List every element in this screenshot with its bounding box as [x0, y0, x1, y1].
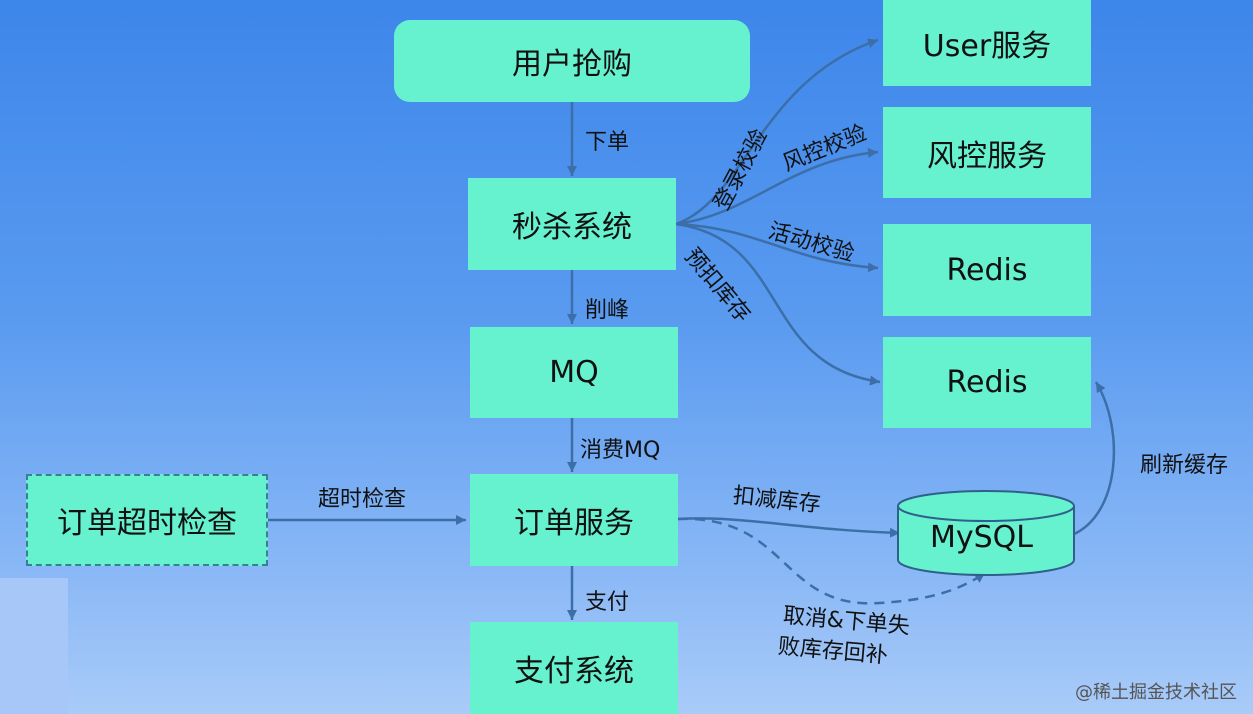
label-timeout-check: 超时检查 [318, 487, 407, 512]
node-redis-1: Redis [883, 224, 1091, 316]
edge-pre-deduct [675, 222, 881, 386]
edge-risk-check [675, 147, 879, 226]
node-mysql-label: MySQL [930, 520, 1034, 555]
mysql-cylinder [897, 490, 1075, 576]
node-order-service: 订单服务 [470, 474, 678, 566]
edge-login-check [675, 38, 879, 226]
edge-activity-check [675, 222, 879, 273]
corner-patch [0, 578, 68, 714]
node-risk-service: 风控服务 [883, 107, 1091, 198]
node-user-purchase: 用户抢购 [394, 20, 750, 102]
node-payment-system-label: 支付系统 [514, 654, 634, 689]
edge-refresh-cache [1071, 381, 1116, 537]
node-seckill-system-label: 秒杀系统 [512, 210, 632, 245]
label-place-order: 下单 [585, 130, 630, 155]
node-order-service-label: 订单服务 [514, 506, 634, 541]
watermark: @稀土掘金技术社区 [1075, 682, 1237, 703]
label-refresh-cache: 刷新缓存 [1140, 453, 1229, 478]
node-mq: MQ [470, 327, 678, 418]
node-risk-service-label: 风控服务 [927, 138, 1047, 174]
node-order-timeout-check-label: 订单超时检查 [57, 506, 237, 541]
label-peak-shaving: 削峰 [585, 298, 630, 323]
node-redis-1-label: Redis [946, 252, 1028, 288]
label-consume-mq: 消费MQ [580, 438, 661, 463]
node-redis-2: Redis [883, 337, 1091, 428]
node-order-timeout-check: 订单超时检查 [26, 474, 268, 566]
node-seckill-system: 秒杀系统 [468, 178, 676, 270]
edge-deduct-stock [677, 517, 901, 538]
node-redis-2-label: Redis [946, 365, 1028, 400]
edge-cancel-compensation [677, 517, 986, 605]
node-user-service: User服务 [883, 0, 1091, 86]
node-payment-system: 支付系统 [470, 622, 678, 714]
label-pay: 支付 [585, 590, 630, 615]
node-user-purchase-label: 用户抢购 [512, 47, 632, 82]
node-user-service-label: User服务 [922, 29, 1052, 64]
node-mq-label: MQ [549, 355, 599, 390]
